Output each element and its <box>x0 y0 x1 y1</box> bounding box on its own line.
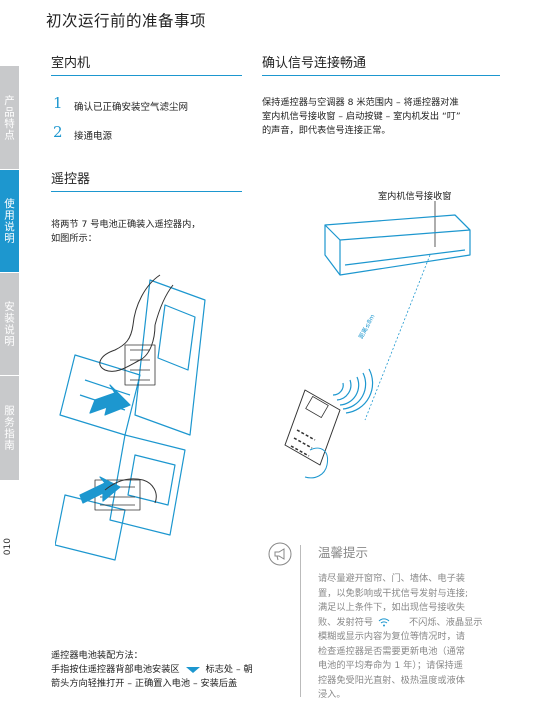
signal-section-title: 确认信号连接畅通 <box>262 56 367 71</box>
tips-line: 浸入。 <box>318 689 346 700</box>
tips-line: 满足以上条件下，如出现信号接收失 <box>318 602 465 613</box>
battery-method: 遥控器电池装配方法： 手指按住遥控器背部电池安装区 标志处 – 朝 箭头方向轻推… <box>51 649 291 691</box>
remote-instructions: 将两节 7 号电池正确装入遥控器内， 如图所示： <box>51 218 251 246</box>
tips-line: 电池的平均寿命为 1 年）；请保持遥 <box>318 660 463 671</box>
tips-line: 模糊或显示内容为复位等情况时，请 <box>318 631 465 642</box>
side-tab-service[interactable]: 服务指南 <box>0 376 19 480</box>
step-number: 2 <box>53 123 63 141</box>
side-tab-label: 服务指南 <box>3 405 15 451</box>
remote-line: 将两节 7 号电池正确装入遥控器内， <box>51 219 201 230</box>
tips-text-fragment: 败、发射符号 <box>318 616 374 628</box>
tips-divider <box>300 545 301 697</box>
battery-install-illustration <box>55 274 206 561</box>
signal-icon <box>378 618 390 627</box>
battery-method-text: 手指按住遥控器背部电池安装区 <box>51 664 180 675</box>
battery-method-line: 箭头方向轻推打开 – 正确置入电池 – 安装后盖 <box>51 678 238 689</box>
step-number: 1 <box>53 94 63 112</box>
page-title: 初次运行前的准备事项 <box>46 12 207 30</box>
side-tab-label: 使用说明 <box>3 198 15 244</box>
step-text: 接通电源 <box>74 131 113 142</box>
signal-line: 室内机信号接收窗 – 启动按键 – 室内机发出 “叮” <box>262 111 461 122</box>
side-tab-usage[interactable]: 使用说明 <box>0 170 19 272</box>
tips-line: 检查遥控器是否需要更新电池（通常 <box>318 645 465 657</box>
battery-method-text: 标志处 – 朝 <box>205 664 253 675</box>
tips-line: 请尽量避开窗帘、门、墙体、电子装 <box>318 573 465 584</box>
ac-signal-illustration <box>284 201 471 479</box>
remote-section-title: 遥控器 <box>51 172 91 187</box>
signal-instructions: 保持遥控器与空调器 8 米范围内 – 将遥控器对准 室内机信号接收窗 – 启动按… <box>262 96 512 138</box>
megaphone-icon <box>268 542 292 566</box>
tips-text: 请尽量避开窗帘、门、墙体、电子装 置，以免影响或干扰信号发射与连接; 满足以上条… <box>318 572 518 703</box>
remote-line: 如图所示： <box>51 233 97 244</box>
side-tab-installation[interactable]: 安装说明 <box>0 273 19 375</box>
tips-line: 控器免受阳光直射、极热温度或液体 <box>318 674 465 686</box>
side-tab-features[interactable]: 产品特点 <box>0 66 19 169</box>
tips-title: 温馨提示 <box>318 545 369 560</box>
side-tab-label: 产品特点 <box>3 94 15 141</box>
tips-line: 败、发射符号 不闪烁、液晶显示 <box>318 616 518 631</box>
tips-line: 置，以免影响或干扰信号发射与连接; <box>318 587 469 599</box>
remote-section-rule <box>51 191 242 192</box>
page-number: 010 <box>3 538 13 556</box>
side-tab-label: 安装说明 <box>3 301 15 347</box>
press-mark-icon <box>185 666 200 673</box>
indoor-section-rule <box>51 75 242 76</box>
tips-text-fragment: 不闪烁、液晶显示 <box>408 616 483 628</box>
receiver-window-label: 室内机信号接收窗 <box>378 191 452 202</box>
indoor-section-title: 室内机 <box>51 56 91 71</box>
signal-line: 的声音，即代表信号连接正常。 <box>262 125 391 136</box>
signal-line: 保持遥控器与空调器 8 米范围内 – 将遥控器对准 <box>262 97 459 108</box>
battery-method-line: 手指按住遥控器背部电池安装区 标志处 – 朝 <box>51 663 291 677</box>
step-text: 确认已正确安装空气滤尘网 <box>74 102 189 113</box>
battery-method-title: 遥控器电池装配方法： <box>51 650 143 661</box>
signal-section-rule <box>262 75 500 76</box>
